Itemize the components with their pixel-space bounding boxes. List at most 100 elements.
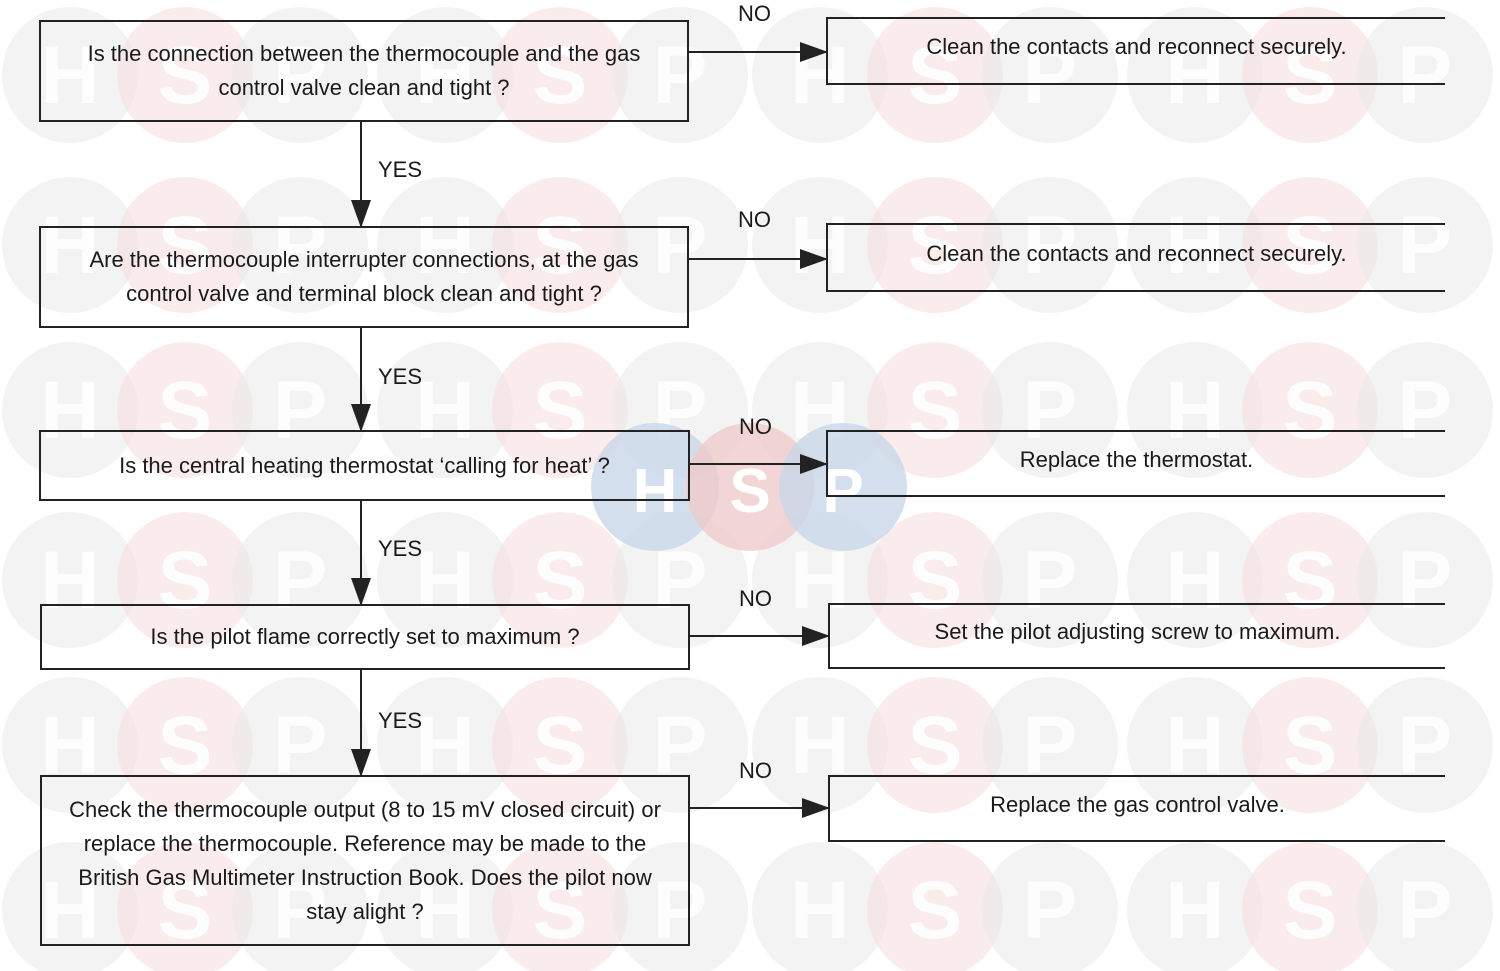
action-box-3: Replace the thermostat. — [826, 430, 1445, 497]
watermark-circle — [377, 7, 513, 143]
watermark-letter: P — [1398, 865, 1453, 956]
watermark-circle — [982, 177, 1118, 313]
watermark-circle — [612, 677, 748, 813]
watermark-letter: S — [158, 200, 213, 291]
watermark-letter: H — [415, 365, 474, 456]
watermark-circle — [982, 512, 1118, 648]
watermark-letter: P — [273, 200, 328, 291]
watermark-circle — [982, 7, 1118, 143]
watermark-circle — [612, 7, 748, 143]
watermark-letter: S — [533, 200, 588, 291]
action-box-5: Replace the gas control valve. — [828, 775, 1445, 842]
no-label-2: NO — [738, 207, 771, 232]
watermark-circle — [2, 512, 138, 648]
watermark-circle — [867, 177, 1003, 313]
watermark-circle — [117, 177, 253, 313]
watermark-letter: P — [273, 365, 328, 456]
watermark-circle — [612, 177, 748, 313]
watermark-circle — [982, 677, 1118, 813]
watermark-circle — [492, 177, 628, 313]
watermark-circle — [867, 512, 1003, 648]
watermark-letter: S — [533, 30, 588, 121]
watermark-circle — [867, 842, 1003, 971]
watermark-circle — [377, 177, 513, 313]
yes-label-1: YES — [378, 157, 423, 182]
question-box-2: Are the thermocouple interrupter connect… — [39, 226, 689, 328]
watermark-logo-circle — [686, 423, 814, 551]
watermark-letter: H — [40, 865, 99, 956]
no-label-5: NO — [739, 758, 772, 783]
watermark-circle — [232, 842, 368, 971]
watermark-letter: H — [415, 30, 474, 121]
watermark-letter: P — [653, 30, 708, 121]
watermark-circle — [1357, 177, 1493, 313]
watermark-circle — [867, 677, 1003, 813]
watermark-letter: P — [273, 865, 328, 956]
no-label-3: NO — [739, 414, 772, 439]
watermark-circle — [2, 677, 138, 813]
watermark-letter: S — [908, 865, 963, 956]
watermark-circle — [232, 177, 368, 313]
watermark-letter: S — [158, 365, 213, 456]
watermark-circle — [492, 842, 628, 971]
yes-label-3: YES — [378, 536, 423, 561]
watermark-circle — [492, 7, 628, 143]
watermark-letter: P — [273, 535, 328, 626]
question-box-1: Is the connection between the thermocoup… — [39, 20, 689, 122]
watermark-circle — [492, 342, 628, 478]
watermark-circle — [1127, 842, 1263, 971]
watermark-circle — [1242, 512, 1378, 648]
watermark-letter: S — [908, 365, 963, 456]
no-label-4: NO — [739, 586, 772, 611]
watermark-circle — [612, 842, 748, 971]
watermark-circle — [1127, 677, 1263, 813]
watermark-circle — [1127, 512, 1263, 648]
watermark-letter: S — [158, 535, 213, 626]
watermark-letter: H — [1165, 535, 1224, 626]
watermark-circle — [2, 177, 138, 313]
watermark-circle — [377, 512, 513, 648]
watermark-circle — [377, 342, 513, 478]
watermark-letter: P — [1023, 535, 1078, 626]
action-box-1: Clean the contacts and reconnect securel… — [826, 17, 1445, 85]
watermark-logo-circle — [591, 423, 719, 551]
watermark-letter: P — [1023, 365, 1078, 456]
watermark-letter: H — [1165, 365, 1224, 456]
watermark-circle — [1127, 7, 1263, 143]
watermark-letter: S — [533, 535, 588, 626]
question-box-5: Check the thermocouple output (8 to 15 m… — [40, 775, 690, 946]
watermark-circle — [117, 342, 253, 478]
watermark-circle — [752, 177, 888, 313]
watermark-letter: H — [1165, 865, 1224, 956]
watermark-letter: S — [1283, 200, 1338, 291]
watermark-letter: P — [1023, 30, 1078, 121]
watermark-circle — [752, 7, 888, 143]
watermark-letter: P — [1398, 30, 1453, 121]
watermark-letter: S — [533, 365, 588, 456]
watermark-letter: S — [1283, 535, 1338, 626]
watermark-letter: S — [908, 200, 963, 291]
watermark-letter: H — [790, 200, 849, 291]
watermark-letter: H — [415, 865, 474, 956]
watermark-letter: S — [908, 30, 963, 121]
watermark-letter: H — [1165, 200, 1224, 291]
watermark-letter: H — [790, 865, 849, 956]
watermark-circle — [752, 842, 888, 971]
watermark-circle — [1242, 842, 1378, 971]
watermark-letter: P — [1398, 365, 1453, 456]
watermark-letter: H — [40, 200, 99, 291]
yes-label-2: YES — [378, 364, 423, 389]
watermark-circle — [982, 842, 1118, 971]
action-box-4: Set the pilot adjusting screw to maximum… — [828, 603, 1445, 669]
watermark-circle — [2, 842, 138, 971]
watermark-letter: S — [1283, 30, 1338, 121]
watermark-circle — [232, 677, 368, 813]
watermark-letter: S — [533, 865, 588, 956]
watermark-circle — [1242, 677, 1378, 813]
watermark-circle — [867, 342, 1003, 478]
watermark-circle — [1357, 342, 1493, 478]
action-box-2: Clean the contacts and reconnect securel… — [826, 223, 1445, 292]
watermark-circle — [1127, 177, 1263, 313]
watermark-circle — [377, 677, 513, 813]
